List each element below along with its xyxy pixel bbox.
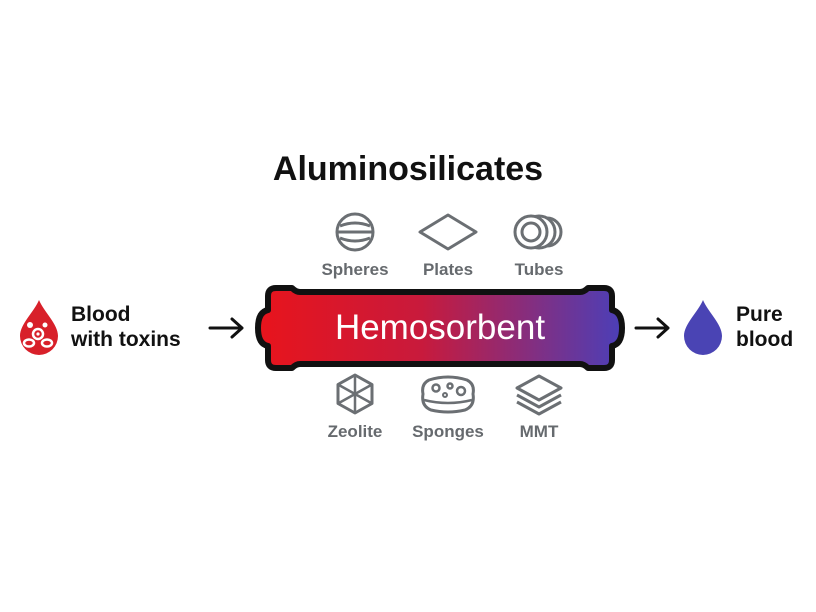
output-label: Pure blood — [736, 302, 793, 352]
mmt-icon — [515, 374, 563, 416]
zeolite-icon — [336, 373, 374, 415]
material-zeolite: Zeolite — [300, 372, 410, 442]
hemosorbent-cartridge — [252, 282, 628, 379]
material-label: Spheres — [321, 260, 389, 279]
input-label-line1: Blood — [71, 303, 131, 326]
arrow-right-icon — [634, 316, 672, 340]
material-label: Tubes — [514, 260, 564, 279]
material-label: Sponges — [412, 422, 484, 441]
plate-icon — [418, 213, 478, 251]
input-label-line2: with toxins — [71, 328, 181, 351]
material-sponges: Sponges — [393, 372, 503, 442]
material-tubes: Tubes — [484, 210, 594, 280]
output-label-line2: blood — [736, 328, 794, 351]
pure-blood-drop-icon — [682, 298, 724, 361]
input-label: Blood with toxins — [71, 302, 181, 352]
material-mmt: MMT — [484, 372, 594, 442]
diagram-title: Aluminosilicates — [272, 150, 544, 188]
material-label: MMT — [519, 422, 559, 441]
hemosorbent-label: Hemosorbent — [334, 308, 546, 347]
material-spheres: Spheres — [300, 210, 410, 280]
output-label-line1: Pure — [736, 303, 783, 326]
tubes-icon — [513, 214, 563, 250]
material-label: Zeolite — [327, 422, 383, 441]
sponge-icon — [421, 375, 475, 414]
arrow-right-icon — [208, 316, 246, 340]
material-label: Plates — [422, 260, 474, 279]
sphere-icon — [335, 212, 375, 252]
blood-drop-with-toxins-icon — [18, 298, 60, 361]
material-plates: Plates — [393, 210, 503, 280]
